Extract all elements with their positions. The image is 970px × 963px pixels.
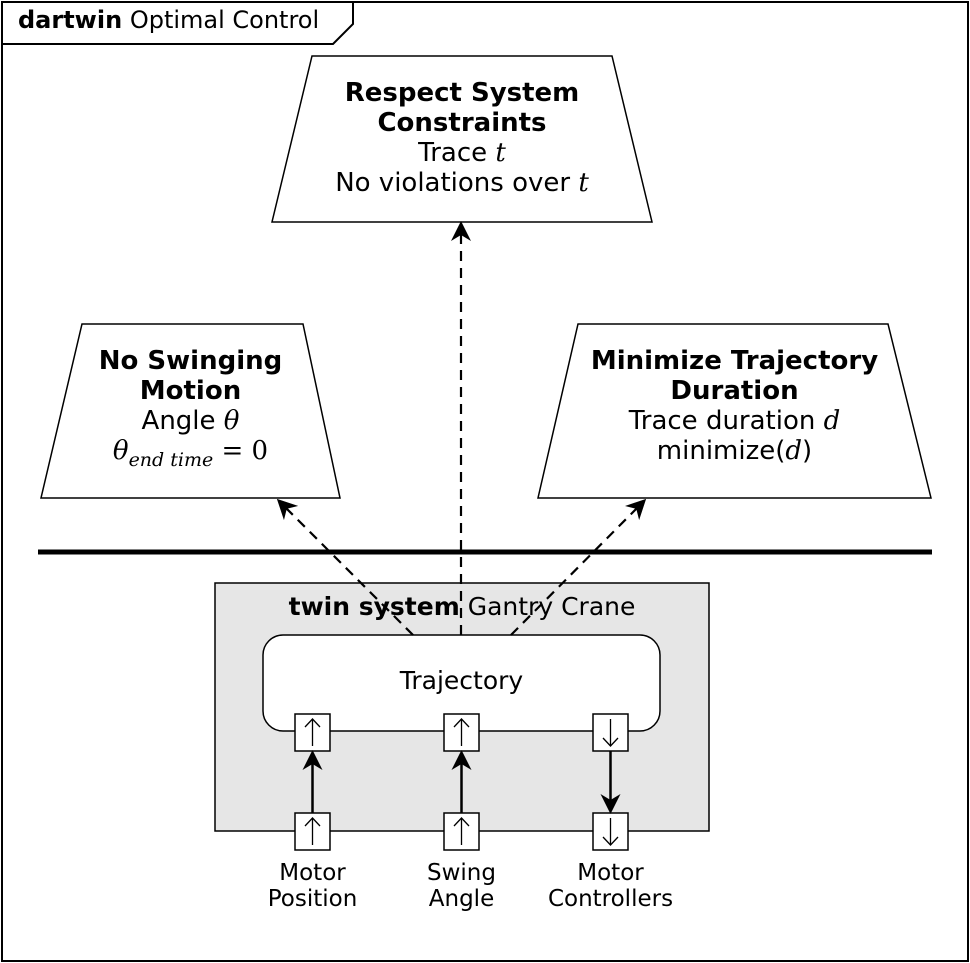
goal-left-shape xyxy=(40,323,341,499)
port-inner-motor-controllers xyxy=(592,713,629,752)
goal-top-title-line2: Constraints xyxy=(377,107,547,138)
goal-top-text: Respect System Constraints Trace t No vi… xyxy=(272,78,652,199)
port-label-motor-position-line1: Motor xyxy=(279,860,346,886)
goal-left-text: No Swinging Motion Angle θ θend time = 0 xyxy=(41,346,340,471)
goal-right-shape xyxy=(537,323,932,499)
twin-system-keyword: twin system xyxy=(288,592,460,621)
goal-left-condition: θend time = 0 xyxy=(41,435,340,471)
port-label-swing-angle: Swing Angle xyxy=(391,860,532,913)
port-label-motor-controllers: Motor Controllers xyxy=(530,860,691,913)
goal-right-trace-label: Trace duration xyxy=(628,405,816,436)
goal-top-condition: No violations over t xyxy=(272,167,652,199)
port-label-motor-position: Motor Position xyxy=(242,860,383,913)
goal-top-shape xyxy=(271,55,653,223)
goal-right-condition: minimize(d) xyxy=(538,435,931,467)
goal-left-trace-var: θ xyxy=(223,405,240,436)
port-label-swing-angle-line1: Swing xyxy=(427,860,496,886)
goal-left-trace: Angle θ xyxy=(41,405,340,437)
goal-left-title-line1: No Swinging xyxy=(98,346,283,376)
goal-right-condition-func: minimize( xyxy=(656,435,786,466)
port-inner-swing-angle xyxy=(443,713,480,752)
port-label-motor-position-line2: Position xyxy=(267,886,358,913)
goal-right-condition-var: d xyxy=(785,435,803,466)
frame-tab xyxy=(2,2,354,45)
goal-top-condition-var: t xyxy=(578,167,589,198)
goal-top-condition-text: No violations over xyxy=(335,167,571,198)
goal-right-text: Minimize Trajectory Duration Trace durat… xyxy=(538,346,931,467)
frame-name: Optimal Control xyxy=(129,6,320,34)
goal-left-condition-var: θ xyxy=(112,435,129,466)
goal-left-condition-subscript: end time xyxy=(128,448,214,471)
goal-top-trace-var: t xyxy=(495,137,506,168)
port-label-motor-controllers-line2: Controllers xyxy=(547,886,674,913)
port-outer-motor-controllers xyxy=(592,812,629,851)
twin-system-name: Gantry Crane xyxy=(467,592,636,621)
goal-right-trace: Trace duration d xyxy=(538,405,931,437)
goal-left-trace-label: Angle xyxy=(141,405,216,436)
goal-left-condition-eq: = xyxy=(221,435,244,466)
goal-right-title-line1: Minimize Trajectory xyxy=(590,346,879,376)
twin-system-title: twin system Gantry Crane xyxy=(215,592,709,622)
arrow-to-right-goal xyxy=(510,498,647,636)
goal-top-trace-label: Trace xyxy=(418,137,488,168)
port-label-motor-controllers-line1: Motor xyxy=(577,860,644,886)
trajectory-component-label: Trajectory xyxy=(399,666,524,695)
frame-title: dartwin Optimal Control xyxy=(18,6,320,35)
arrow-to-left-goal xyxy=(276,498,414,636)
goal-right-condition-close: ) xyxy=(802,435,813,466)
port-inner-motor-position xyxy=(294,713,331,752)
goal-right-trace-var: d xyxy=(823,405,841,436)
port-label-swing-angle-line2: Angle xyxy=(428,886,495,913)
goal-top-trace: Trace t xyxy=(272,137,652,169)
goal-left-title-line2: Motion xyxy=(139,375,242,406)
goal-top-title-line1: Respect System xyxy=(344,78,580,108)
port-outer-motor-position xyxy=(294,812,331,851)
port-outer-swing-angle xyxy=(443,812,480,851)
goal-left-condition-value: 0 xyxy=(251,435,269,466)
frame-keyword: dartwin xyxy=(18,6,123,34)
goal-right-title-line2: Duration xyxy=(670,375,799,406)
